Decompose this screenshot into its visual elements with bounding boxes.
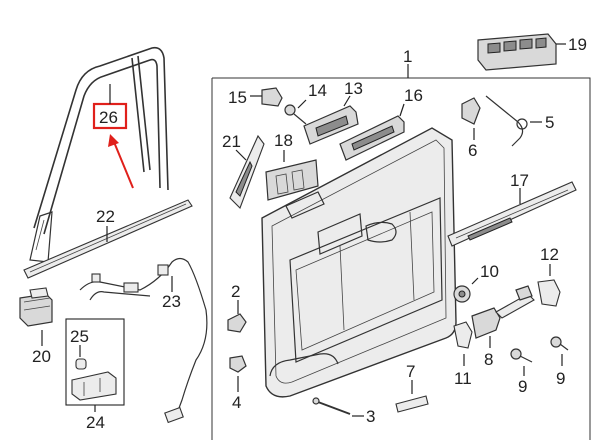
armrest-trim-part <box>447 181 577 247</box>
bumper-part-10 <box>453 285 471 303</box>
handle-part-13 <box>303 105 359 145</box>
callout-19: 19 <box>568 35 587 54</box>
bolt-part-9a <box>510 348 533 363</box>
callout-11: 11 <box>454 369 472 388</box>
window-switch-part-19 <box>477 33 557 71</box>
bolt-part-9b <box>550 336 569 351</box>
callout-17: 17 <box>510 171 529 190</box>
handle-bezel-part-16 <box>339 115 405 161</box>
callout-26: 26 <box>99 108 118 127</box>
callout-16: 16 <box>404 86 423 105</box>
switch-part-20 <box>19 287 53 327</box>
callout-22: 22 <box>96 207 115 226</box>
callout-2: 2 <box>231 282 240 301</box>
bulb-part-25 <box>75 358 87 370</box>
callout-8: 8 <box>484 350 493 369</box>
cover-part-11 <box>453 321 473 349</box>
screw-part-14 <box>284 104 307 125</box>
lamp-housing-part <box>71 371 117 401</box>
callout-6: 6 <box>468 141 477 160</box>
door-check-part-8 <box>471 285 535 339</box>
cover-part-12 <box>537 279 561 307</box>
callout-14: 14 <box>308 81 327 100</box>
callout-15: 15 <box>228 88 247 107</box>
callout-24: 24 <box>86 413 105 432</box>
cable-part-5 <box>485 95 528 147</box>
side-trim-part-21 <box>229 134 265 209</box>
callout-9b: 9 <box>556 369 565 388</box>
clip-part-2 <box>227 313 247 333</box>
switch-panel-18 <box>265 159 319 201</box>
callout-10: 10 <box>480 262 499 281</box>
highlight-arrow <box>113 141 134 189</box>
belt-molding-part <box>23 199 193 279</box>
callout-25: 25 <box>70 327 89 346</box>
callout-7: 7 <box>406 362 415 381</box>
trim-strip-part-7 <box>395 395 429 413</box>
callout-20: 20 <box>32 347 51 366</box>
callout-1: 1 <box>403 47 412 66</box>
bracket-part-6 <box>461 97 481 125</box>
callout-5: 5 <box>545 113 554 132</box>
highlight-arrowhead <box>108 134 119 147</box>
window-frame-part <box>29 46 169 263</box>
clip-part-15 <box>261 87 283 107</box>
callout-3: 3 <box>366 407 375 426</box>
group-bracket-1 <box>211 77 591 440</box>
screw-part-3 <box>312 397 351 415</box>
callout-13: 13 <box>344 79 363 98</box>
callout-18: 18 <box>274 131 293 150</box>
callout-4: 4 <box>232 393 241 412</box>
callout-12: 12 <box>540 245 559 264</box>
callout-9a: 9 <box>518 377 527 396</box>
callout-21: 21 <box>222 132 241 151</box>
callout-23: 23 <box>162 292 181 311</box>
clip-part-4 <box>229 355 247 373</box>
wiring-harness-part <box>79 257 208 424</box>
door-trim-panel <box>261 127 457 398</box>
